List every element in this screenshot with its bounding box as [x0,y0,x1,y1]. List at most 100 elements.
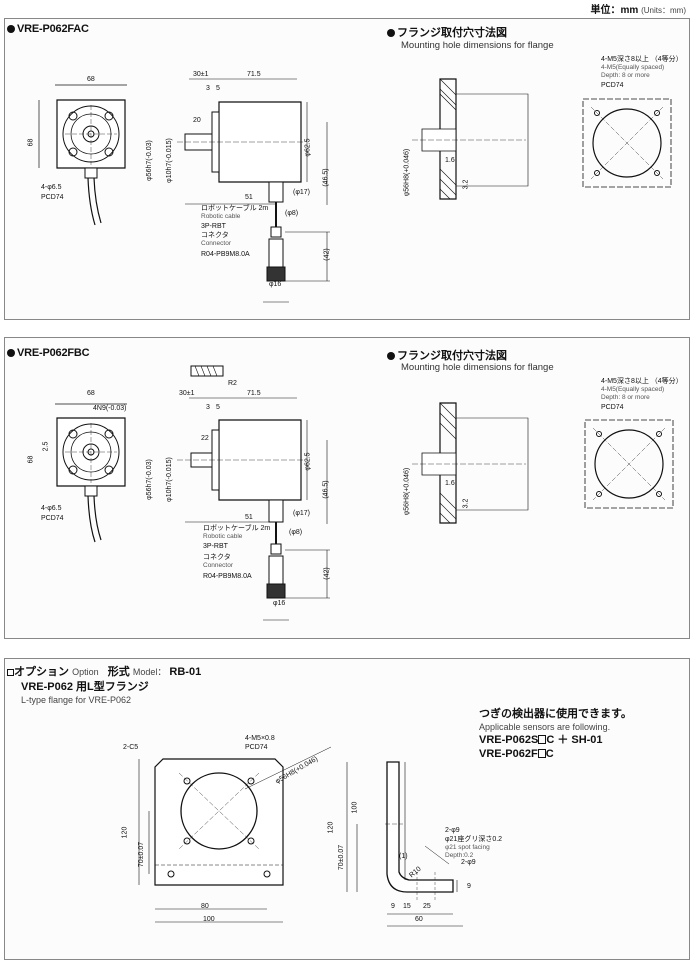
dim-30: 30±1 [179,390,195,397]
dim-20: 20 [193,117,201,124]
dim-80: 80 [201,903,209,910]
dim-phi56: φ56h7(-0.03) [145,140,153,181]
dim-4-phi65: 4-φ6.5 [41,184,62,191]
dim-2-5: 2.5 [42,441,50,452]
m5-label-en1: 4-M5(Equally spaced) [601,386,665,393]
dim-15: 15 [403,903,411,910]
flange-dim-phi56h8: φ56H8(+0.046) [403,467,411,516]
dim-spot-en2: Depth:0.2 [445,852,474,859]
dim-2-c5: 2-C5 [123,744,139,751]
panel2-key-detail [189,362,229,382]
connector-type: R04-PB9M8.0A [201,251,250,258]
dim-9: 9 [391,903,395,910]
panel2-flange-title-en: Mounting hole dimensions for flange [401,362,554,373]
panel-option-rb01: オプション Option 形式 Model： RB-01 VRE-P062 用L… [4,658,690,960]
dim-phi17: (φ17) [293,189,310,196]
lflange-side-view [345,754,495,944]
connector-label-jp: コネクタ [201,232,229,239]
dim-71-5: 71.5 [247,71,261,78]
panel2-side-view [155,398,345,638]
unit-jp: 単位：mm [590,5,639,16]
unit-en: (Units：mm) [641,6,686,15]
dim-68: 68 [87,390,95,397]
dim-3: 3 [206,404,210,411]
dim-pcd74: PCD74 [41,515,64,522]
dim-pcd74: PCD74 [245,744,268,751]
flange-dim-1-6: 1.6 [445,157,455,164]
connector-label-en: Connector [201,240,231,247]
connector-type: R04-PB9M8.0A [203,573,252,580]
panel1-flange-front [577,95,677,195]
panel-vre-p062fbc: VRE-P062FBC フランジ取付穴寸法図 Mounting hole dim… [4,337,690,639]
lflange-title-en: L-type flange for VRE-P062 [21,695,132,705]
m5-label-jp: 4-M5深さ8以上 （4等分） [601,56,683,63]
dim-phi10: φ10h7(-0.015) [165,138,173,183]
dim-71-5: 71.5 [247,390,261,397]
dim-4-phi65: 4-φ6.5 [41,505,62,512]
panel1-front-view [25,75,155,235]
dim-70: 70±0.07 [138,841,146,868]
dim-51: 51 [245,194,253,201]
dim-spot-en1: φ21 spot facing [445,844,490,851]
dim-5: 5 [216,85,220,92]
m5-label-jp: 4-M5深さ8以上 （4等分） [601,378,683,385]
dim-1: (1) [399,853,408,860]
dim-phi16: φ16 [269,281,282,288]
bullet-icon [387,352,395,360]
dim-phi10: φ10h7(-0.015) [165,457,173,502]
dim-9-v: 9 [467,883,471,890]
dim-phi16: φ16 [273,600,286,607]
cable-type: 3P-RBT [201,223,226,230]
dim-120: 120 [121,826,129,839]
dim-phi8: (φ8) [289,529,303,536]
dim-100-h: 100 [203,916,215,923]
panel2-model-title: VRE-P062FBC [7,348,90,359]
dim-68: 68 [87,76,95,83]
m5-label-en2: Depth: 8 or more [601,394,650,401]
panel2-flange-front [579,416,679,516]
dim-r2: R2 [228,380,237,387]
dim-phi17: (φ17) [293,510,310,517]
bullet-icon [387,29,395,37]
dim-phi62-5: φ62.5 [304,138,312,157]
dim-pcd74: PCD74 [41,194,64,201]
dim-4-m5: 4-M5×0.8 [245,735,275,742]
cable-type: 3P-RBT [203,543,228,550]
panel1-flange-section [400,74,530,214]
panel2-front-view [25,396,155,556]
dim-22: 22 [201,435,209,442]
dim-3: 3 [206,85,210,92]
cable-label-en: Robotic cable [201,213,241,220]
m5-label-en1: 4-M5(Equally spaced) [601,64,665,71]
lflange-title-jp: VRE-P062 用L型フランジ [21,681,149,693]
dim-68-v: 68 [27,138,35,147]
panel-vre-p062fac: VRE-P062FAC フランジ取付穴寸法図 Mounting hole dim… [4,18,690,320]
dim-51: 51 [245,514,253,521]
dim-spot-jp: φ21座グリ深さ0.2 [445,836,503,843]
sensors-en: Applicable sensors are following. [479,722,611,732]
cable-label-en: Robotic cable [203,533,243,540]
connector-label-en: Connector [203,562,233,569]
cable-label-jp: ロボットケーブル 2m [201,205,269,212]
dim-2-phi9-b: 2-φ9 [461,859,476,866]
dim-4n9: 4N9(-0.03) [93,405,127,412]
flange-dim-1-6: 1.6 [445,480,455,487]
dim-46-5: (46.5) [322,168,330,187]
dim-120-side: 120 [327,821,335,834]
dim-phi62-5: φ62.5 [304,452,312,471]
sensors-jp: つぎの検出器に使用できます。 [479,708,632,720]
dim-phi56: φ56h7(-0.03) [145,459,153,500]
m5-label-en2: Depth: 8 or more [601,72,650,79]
square-icon [7,669,14,676]
panel1-side-view [155,77,345,317]
dim-2-phi9: 2-φ9 [445,827,460,834]
connector-label-jp: コネクタ [203,554,231,561]
dim-60: 60 [415,916,423,923]
dim-70-side: 70±0.07 [338,844,346,871]
flange-dim-phi56h8: φ56H8(+0.046) [403,148,411,197]
flange-dim-3-2: 3.2 [462,498,470,509]
option-heading: オプション Option 形式 Model： RB-01 [7,667,201,678]
panel1-model-title: VRE-P062FAC [7,24,89,35]
panel2-flange-section [400,398,530,538]
